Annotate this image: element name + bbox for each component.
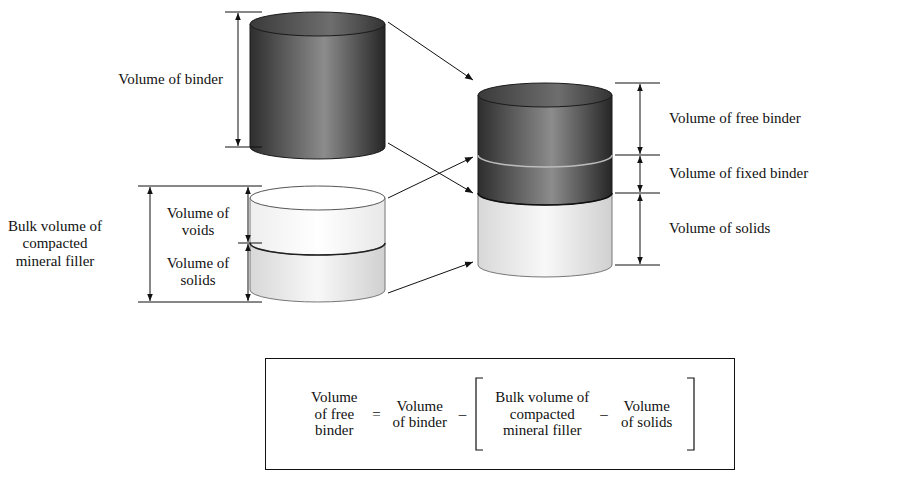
- flow-arrow: [388, 22, 473, 80]
- formula-term: Bulk volume of compacted mineral filler: [492, 389, 592, 439]
- close-bracket: [686, 376, 696, 452]
- formula-term: Volume of solids: [616, 398, 678, 431]
- volume-label: Bulk volume of compacted mineral filler: [2, 218, 108, 270]
- volume-label: Volume of binder: [97, 71, 224, 88]
- dimension-lines: [138, 12, 660, 302]
- volume-label: Volume of voids: [158, 205, 238, 240]
- volume-label: Volume of free binder: [668, 110, 895, 127]
- mixture-cylinder: [478, 83, 612, 277]
- formula-term: Volume of binder: [389, 398, 451, 431]
- binder-volume: Volume of binder: [120, 5, 388, 155]
- formula-term: Volume of free binder: [304, 389, 364, 439]
- volume-label: Volume of fixed binder: [668, 165, 895, 182]
- mixture-volume: Volume of free binderVolume of fixed bin…: [473, 78, 900, 273]
- open-bracket: [474, 376, 484, 452]
- flow-arrow: [388, 143, 473, 193]
- binder-cylinder: [250, 12, 385, 159]
- formula-box: Volume of free binder=Volume of binder–B…: [265, 358, 735, 470]
- filler-cylinder: [250, 186, 385, 302]
- flow-arrow: [388, 262, 473, 293]
- flow-arrow: [388, 157, 473, 198]
- minus-sign: –: [600, 406, 608, 423]
- volume-label: Volume of solids: [668, 220, 895, 237]
- volume-label: Volume of solids: [158, 255, 238, 290]
- equals-sign: =: [372, 406, 380, 423]
- filler-volume: Bulk volume of compacted mineral fillerV…: [0, 183, 388, 308]
- minus-sign: –: [459, 406, 467, 423]
